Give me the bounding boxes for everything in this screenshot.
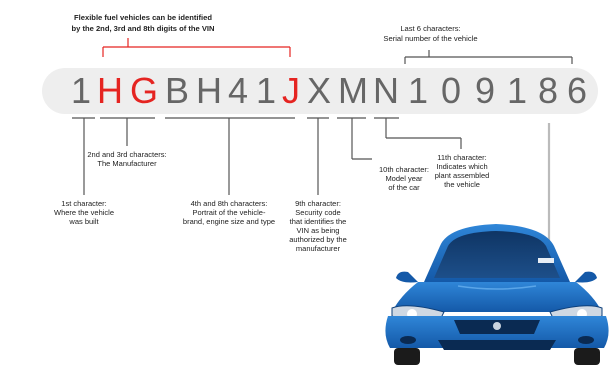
vin-char-15: 1 (506, 70, 528, 111)
security-line-1: 9th character: (295, 199, 341, 208)
car-illustration (385, 224, 609, 365)
vin-char-16: 8 (537, 70, 559, 111)
plant-line-3: plant assembled (434, 171, 490, 180)
first-char-line-3: was built (69, 217, 99, 226)
vin-char-13: 0 (440, 70, 462, 111)
car-emblem-icon (493, 322, 501, 330)
model-year-callout: 10th character: Model year of the car (370, 165, 438, 192)
car-windshield (434, 231, 560, 278)
portrait-line-3: brand, engine size and type (182, 217, 276, 226)
vin-char-17: 6 (566, 70, 588, 111)
vin-char-14: 9 (474, 70, 496, 111)
vin-char-5: H (196, 70, 222, 111)
vin-char-6: 4 (227, 70, 249, 111)
first-char-line-1: 1st character: (61, 199, 107, 208)
flex-fuel-line-1: Flexible fuel vehicles can be identified (74, 13, 212, 22)
manufacturer-line-1: 2nd and 3rd characters: (87, 150, 167, 159)
right-tire (574, 348, 600, 365)
manufacturer-line-2: The Manufacturer (97, 159, 157, 168)
portrait-line-2: Portrait of the vehicle- (192, 208, 266, 217)
security-line-2: Security code (295, 208, 341, 217)
vin-char-9: X (306, 70, 331, 111)
flex-fuel-line-2: by the 2nd, 3rd and 8th digits of the VI… (71, 24, 215, 33)
left-tire (394, 348, 420, 365)
flex-fuel-bracket (102, 38, 291, 57)
vin-char-2: H (97, 70, 123, 111)
plant-line-4: the vehicle (444, 180, 480, 189)
model-year-line-2: Model year (385, 174, 423, 183)
last-six-line-1: Last 6 characters: (400, 24, 461, 33)
security-line-5: authorized by the (289, 235, 347, 244)
last-six-line-2: Serial number of the vehicle (383, 34, 478, 43)
vin-sticker (538, 258, 554, 263)
vin-char-12: 1 (407, 70, 429, 111)
model-year-line-3: of the car (388, 183, 420, 192)
left-mirror-icon (396, 271, 418, 283)
portrait-callout: 4th and 8th characters: Portrait of the … (178, 199, 280, 226)
car-hood (392, 282, 602, 312)
vin-char-4: B (164, 70, 189, 111)
security-line-4: VIN as being (296, 226, 340, 235)
right-mirror-icon (575, 271, 597, 283)
model-year-line-1: 10th character: (378, 165, 430, 174)
first-char-callout: 1st character: Where the vehicle was bui… (48, 199, 120, 226)
vin-char-8: J (282, 70, 300, 111)
plant-line-1: 11th character: (437, 153, 487, 162)
lower-brackets (72, 117, 462, 195)
serial-bracket (404, 50, 573, 64)
flex-fuel-callout: Flexible fuel vehicles can be identified… (38, 12, 248, 34)
security-callout: 9th character: Security code that identi… (280, 199, 356, 253)
security-line-6: manufacturer (295, 244, 341, 253)
manufacturer-callout: 2nd and 3rd characters: The Manufacturer (87, 150, 167, 168)
last-six-callout: Last 6 characters: Serial number of the … (368, 24, 493, 44)
portrait-line-1: 4th and 8th characters: (190, 199, 268, 208)
vin-char-10: M (338, 70, 368, 111)
vin-bar (42, 68, 598, 114)
plant-callout: 11th character: Indicates which plant as… (428, 153, 496, 189)
plant-line-2: Indicates which (436, 162, 488, 171)
first-char-line-2: Where the vehicle (53, 208, 115, 217)
security-line-3: that identifies the (289, 217, 347, 226)
vin-char-7: 1 (255, 70, 277, 111)
vin-char-3: G (130, 70, 159, 111)
vin-char-11: N (373, 70, 399, 111)
vin-char-1: 1 (70, 70, 92, 111)
